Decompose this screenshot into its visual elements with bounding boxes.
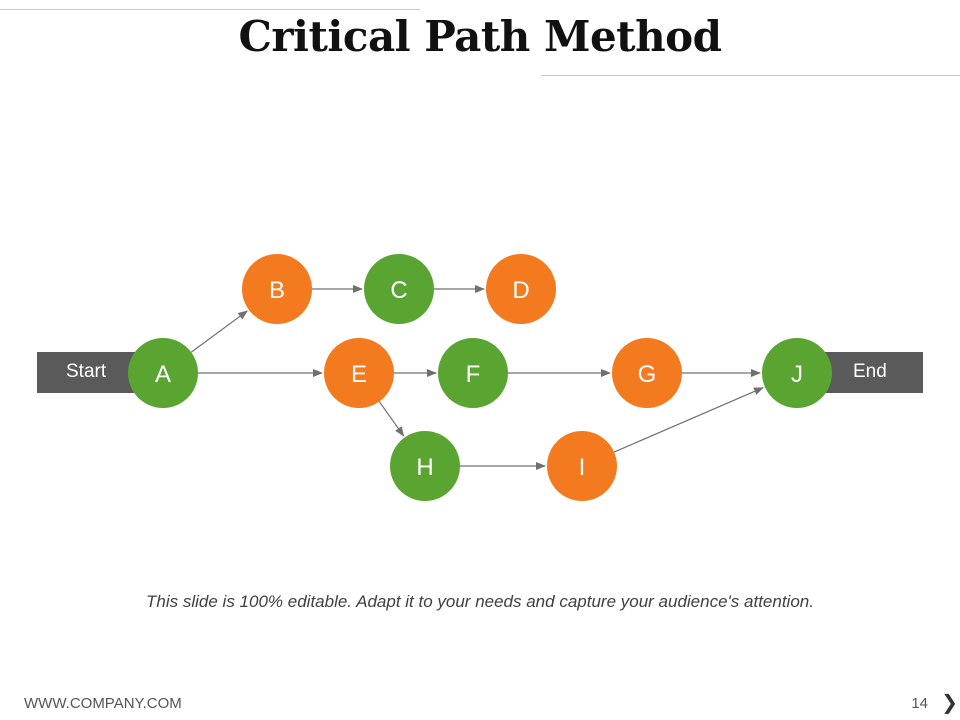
node-label-h: H bbox=[416, 454, 433, 481]
page-number: 14 bbox=[911, 695, 928, 712]
node-label-c: C bbox=[390, 277, 407, 304]
node-i: I bbox=[547, 431, 617, 501]
top-rule bbox=[0, 9, 420, 10]
edge-a-b bbox=[190, 310, 249, 353]
node-circle-j bbox=[762, 338, 832, 408]
nodes-layer: A B C D E F G H I J bbox=[128, 254, 832, 501]
node-circle-h bbox=[390, 431, 460, 501]
node-label-g: G bbox=[638, 361, 657, 388]
node-e: E bbox=[324, 338, 394, 408]
node-f: F bbox=[438, 338, 508, 408]
node-label-b: B bbox=[269, 277, 285, 304]
footer-url: WWW.COMPANY.COM bbox=[24, 695, 182, 712]
node-label-i: I bbox=[579, 454, 586, 481]
node-h: H bbox=[390, 431, 460, 501]
slide-caption: This slide is 100% editable. Adapt it to… bbox=[146, 592, 814, 611]
node-circle-f bbox=[438, 338, 508, 408]
slide-title: Critical Path Method bbox=[238, 12, 723, 61]
title-underline-rule bbox=[541, 75, 960, 76]
node-circle-i bbox=[547, 431, 617, 501]
chevron-right-icon[interactable]: ❯ bbox=[941, 690, 958, 714]
node-label-j: J bbox=[791, 361, 803, 388]
node-circle-b bbox=[242, 254, 312, 324]
node-a: A bbox=[128, 338, 198, 408]
node-label-e: E bbox=[351, 361, 367, 388]
node-circle-d bbox=[486, 254, 556, 324]
node-b: B bbox=[242, 254, 312, 324]
edges-layer bbox=[190, 285, 764, 470]
node-circle-g bbox=[612, 338, 682, 408]
edge-e-h bbox=[378, 401, 405, 437]
node-c: C bbox=[364, 254, 434, 324]
start-label: Start bbox=[66, 361, 107, 382]
edge-i-j bbox=[613, 387, 764, 453]
node-circle-a bbox=[128, 338, 198, 408]
node-label-f: F bbox=[466, 361, 481, 388]
node-circle-e bbox=[324, 338, 394, 408]
node-j: J bbox=[762, 338, 832, 408]
node-circle-c bbox=[364, 254, 434, 324]
node-label-d: D bbox=[512, 277, 529, 304]
end-label: End bbox=[853, 361, 887, 382]
node-g: G bbox=[612, 338, 682, 408]
node-d: D bbox=[486, 254, 556, 324]
node-label-a: A bbox=[155, 361, 171, 388]
